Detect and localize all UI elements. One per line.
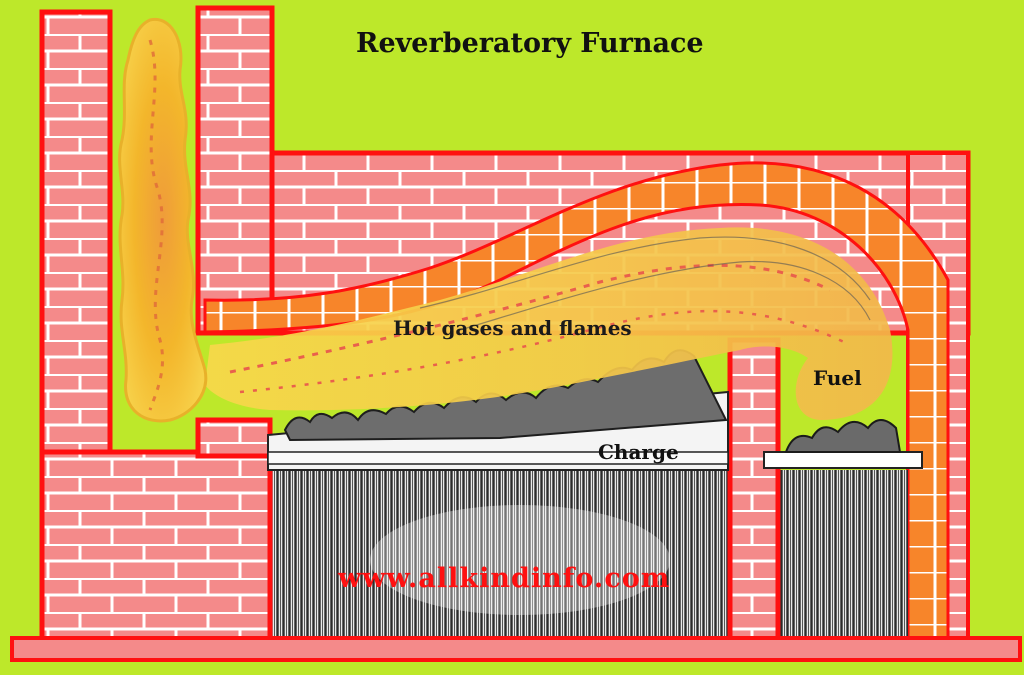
flame-stream — [205, 227, 893, 420]
chimney-left-wall — [39, 9, 113, 455]
flame-streak-2 — [239, 309, 851, 394]
flame-streak-3 — [419, 236, 871, 309]
fire-grate — [763, 451, 923, 469]
hearth-chamber — [268, 462, 730, 642]
label-fuel: Fuel — [813, 366, 862, 390]
flame-streak-1 — [229, 263, 831, 374]
arch-roof — [203, 161, 950, 642]
lower-left-wall — [39, 449, 273, 643]
bridge-wall — [727, 337, 781, 643]
hearth-glow — [370, 505, 670, 615]
flame-streak-4 — [459, 260, 871, 331]
website-watermark: www.allkindinfo.com — [338, 563, 671, 594]
charge-hearth-plate — [267, 451, 729, 465]
label-charge: Charge — [598, 440, 679, 464]
firebox-lower — [778, 470, 908, 642]
chimney-right-wall — [195, 5, 275, 336]
flue-step — [195, 417, 273, 459]
fuel-bed — [784, 419, 902, 453]
base-slab — [10, 636, 1022, 662]
label-hot-gases-and-flames: Hot gases and flames — [393, 316, 632, 340]
diagram-title: Reverberatory Furnace — [356, 28, 704, 59]
